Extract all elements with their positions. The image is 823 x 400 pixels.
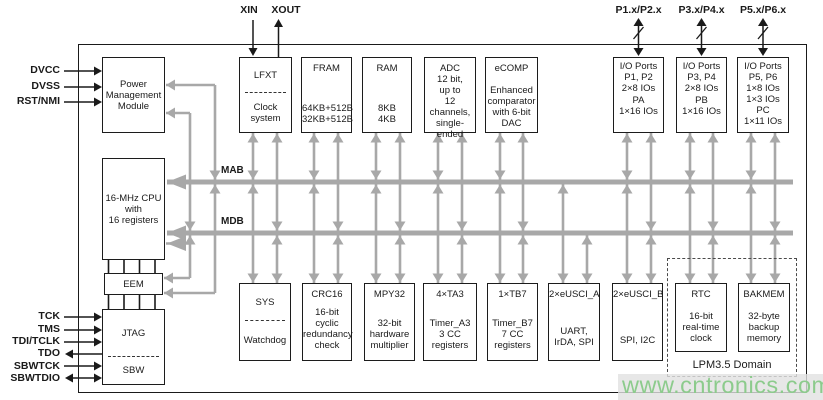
pin-label-xout: XOUT [271,4,301,16]
block-ecomp: eCOMP Enhanced comparator with 6-bit DAC [485,57,538,133]
block-io-p5p6-body: PC 1×11 IOs [743,105,783,127]
pin-label-p1p2: P1.x/P2.x [615,4,662,16]
block-rtc: RTC 16-bit real-time clock [675,283,727,352]
block-fram-title: FRAM [313,63,340,74]
block-eusci-a-title: 2×eUSCI_A [549,289,600,300]
block-timer-a3-body: Timer_A3 3 CC registers [429,318,471,351]
pin-label-dvss: DVSS [31,80,60,92]
block-io-p3p4-body: PB 1×16 IOs [682,95,721,117]
mab-bus-label: MAB [221,165,244,176]
block-crc16: CRC16 16-bit cyclic redundancy check [302,283,353,361]
pin-label-tck: TCK [38,310,60,322]
block-sys-body: Watchdog [243,335,287,346]
block-cpu: 16-MHz CPU with 16 registers [102,158,165,260]
block-lfxt-title: LFXT [253,69,278,81]
block-bakmem-title: BAKMEM [743,289,785,300]
block-io-p3p4-title: I/O Ports P3, P4 2×8 IOs [682,61,721,94]
block-eusci-b-title: 2×eUSCI_B [613,289,664,300]
lfxt-divider [245,92,286,93]
block-power-management: Power Management Module [102,57,165,133]
sys-divider [245,320,285,321]
pin-label-tdi-tclk: TDI/TCLK [12,335,60,347]
block-timer-a3-title: 4×TA3 [436,289,464,300]
block-crc16-body: 16-bit cyclic redundancy check [303,307,353,351]
block-timer-b7-title: 1×TB7 [498,289,527,300]
block-cpu-label: 16-MHz CPU with 16 registers [105,192,162,226]
block-ram: RAM 8KB 4KB [362,57,412,133]
block-fram-body: 64KB+512B 32KB+512B [302,103,353,125]
block-jtag-label: JTAG [121,327,146,339]
block-ecomp-body: Enhanced comparator with 6-bit DAC [487,85,536,129]
pin-label-dvcc: DVCC [30,64,60,76]
block-sys-title: SYS [255,296,275,308]
block-mpy32-title: MPY32 [373,289,406,300]
block-jtag-sbw: JTAG SBW [102,309,165,385]
block-ecomp-title: eCOMP [494,63,529,74]
block-lfxt: LFXT Clock system [239,57,292,133]
block-io-p5p6-title: I/O Ports P5, P6 1×8 IOs 1×3 IOs [744,61,782,105]
block-power-management-label: Power Management Module [105,78,162,112]
block-eusci-b: 2×eUSCI_B SPI, I2C [612,283,663,361]
block-io-ports-p1-p2: I/O Ports P1, P2 2×8 IOs PA 1×16 IOs [613,57,664,133]
block-rtc-body: 16-bit real-time clock [682,311,720,344]
jtag-sbw-divider [108,356,159,357]
block-adc: ADC 12 bit, up to 12 channels, single-en… [424,57,476,140]
block-eusci-b-body: SPI, I2C [619,335,656,346]
block-io-ports-p3-p4: I/O Ports P3, P4 2×8 IOs PB 1×16 IOs [676,57,727,133]
block-lfxt-body: Clock system [250,101,281,124]
pin-label-rst-nmi: RST/NMI [16,95,60,107]
block-bakmem-body: 32-byte backup memory [746,311,782,344]
block-io-ports-p5-p6: I/O Ports P5, P6 1×8 IOs 1×3 IOs PC 1×11… [737,57,789,133]
pin-label-tdo: TDO [37,347,60,359]
block-timer-a3: 4×TA3 Timer_A3 3 CC registers [423,283,477,361]
watermark-band [618,374,823,400]
pin-label-sbwtdio: SBWTDIO [10,372,60,384]
block-mpy32-body: 32-bit hardware multiplier [369,318,410,351]
pin-label-sbwtck: SBWTCK [13,360,60,372]
block-fram: FRAM 64KB+512B 32KB+512B [301,57,353,133]
watermark-text: www.cntronics.com [622,372,823,398]
block-adc-body: 12 bit, up to 12 channels, single-ended [429,74,471,140]
block-timer-b7: 1×TB7 Timer_B7 7 CC registers [487,283,538,361]
pin-label-xin: XIN [240,4,258,16]
mdb-bus-label: MDB [221,216,244,227]
block-rtc-title: RTC [691,289,711,300]
block-eusci-a-body: UART, IrDA, SPI [554,326,594,348]
chip-boundary [78,44,807,393]
block-ram-title: RAM [376,63,398,74]
block-crc16-title: CRC16 [311,289,343,300]
block-eem-label: EEM [123,278,144,290]
block-bakmem: BAKMEM 32-byte backup memory [738,283,790,352]
block-io-p1p2-title: I/O Ports P1, P2 2×8 IOs [619,61,658,94]
block-mpy32: MPY32 32-bit hardware multiplier [364,283,415,361]
block-adc-title: ADC [439,63,461,74]
block-eusci-a: 2×eUSCI_A UART, IrDA, SPI [548,283,600,361]
block-eem: EEM [104,273,163,295]
lpm35-domain-label: LPM3.5 Domain [692,359,772,371]
block-timer-b7-body: Timer_B7 7 CC registers [492,318,533,351]
pin-label-p5p6: P5.x/P6.x [739,4,787,16]
block-io-p1p2-body: PA 1×16 IOs [619,95,658,117]
pin-label-tms: TMS [37,323,60,335]
block-sys: SYS Watchdog [239,283,291,361]
block-sbw-label: SBW [122,365,145,376]
block-ram-body: 8KB 4KB [378,103,396,125]
pin-label-p3p4: P3.x/P4.x [678,4,725,16]
